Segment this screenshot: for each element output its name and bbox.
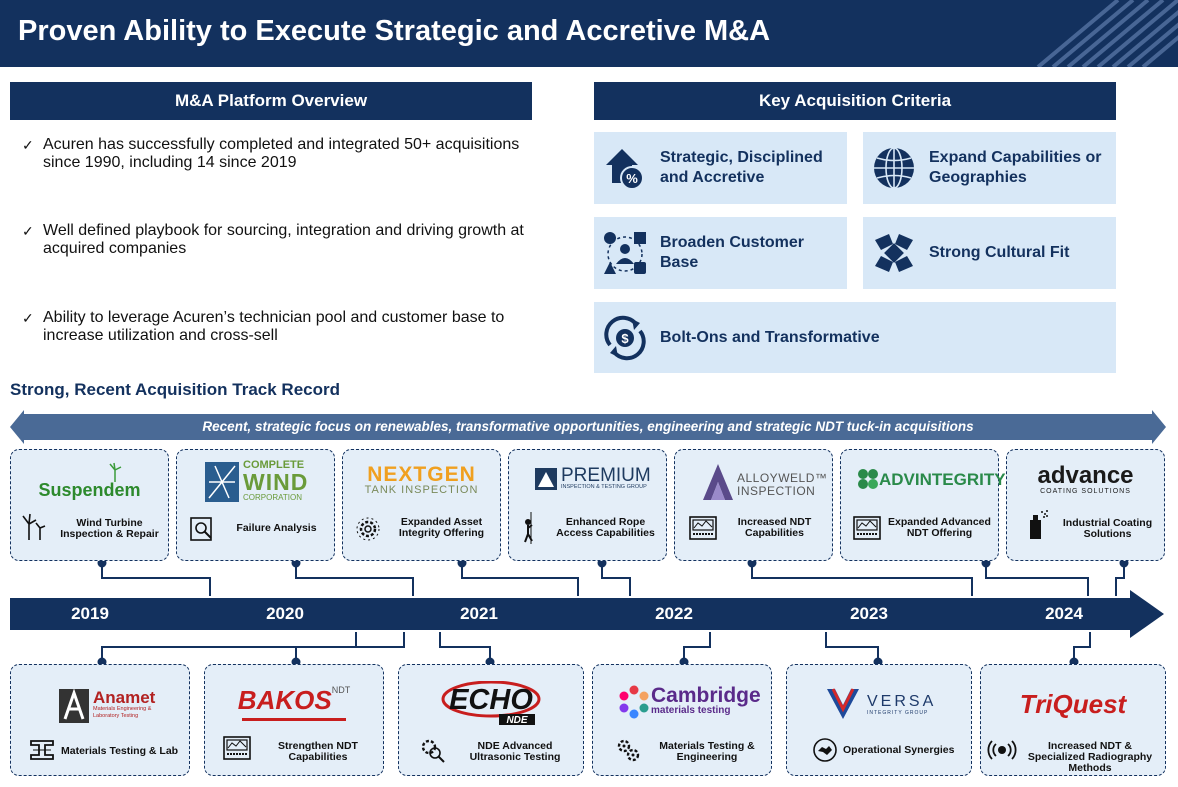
turbine-logo-icon: [109, 462, 122, 482]
triquest-logo: TriQuest: [1019, 689, 1127, 719]
analysis-icon: [190, 517, 212, 541]
gear-icon: [356, 517, 380, 541]
house-percent-icon: %: [606, 149, 644, 190]
svg-text:NDE: NDE: [506, 715, 527, 725]
i-beam-icon: [30, 740, 54, 760]
criteria-item: % Strategic, Disciplined and Accretive: [594, 132, 847, 204]
checkmark-icon: ✓: [22, 223, 34, 239]
timeline-year: 2024: [1045, 604, 1083, 623]
timeline-year: 2019: [71, 604, 109, 623]
premium-logo-mark-icon: [535, 468, 557, 490]
criteria-heading: Key Acquisition Criteria: [594, 82, 1116, 120]
acquisition-card: Anamet Materials Engineering & Laborator…: [10, 664, 190, 776]
overview-bullet: ✓ Acuren has successfully completed and …: [22, 136, 520, 171]
banner-text: Recent, strategic focus on renewables, t…: [202, 419, 974, 434]
ndt-device-icon: [689, 516, 717, 540]
card-caption: Failure Analysis: [236, 522, 317, 534]
checkmark-icon: ✓: [22, 310, 34, 326]
timeline-year: 2022: [655, 604, 693, 623]
globe-icon: [874, 147, 914, 189]
card-caption: Operational Synergies: [843, 744, 955, 756]
svg-text:ECHO: ECHO: [449, 684, 533, 716]
nextgen-logo: NEXTGEN TANK INSPECTION: [364, 463, 479, 496]
alloyweld-logo-mark-icon: [703, 464, 733, 500]
people-network-icon: [604, 232, 646, 274]
checkmark-icon: ✓: [22, 137, 34, 153]
echo-logo: ECHO NDE: [399, 680, 583, 730]
dollar-cycle-icon: $: [604, 315, 646, 360]
banner-double-arrow: [10, 410, 1166, 444]
acquisition-card: VERSA INTEGRITY GROUP Operational Synerg…: [786, 664, 972, 776]
handshake-icon: [813, 738, 837, 762]
acquisition-card: COMPLETE WIND CORPORATION Failure Analys…: [176, 449, 335, 561]
handshake-circle-icon: [875, 234, 913, 272]
radiation-signal-icon: [987, 740, 1017, 760]
card-caption: NDE Advanced Ultrasonic Testing: [469, 740, 561, 763]
criteria-label: Strategic, Disciplined and Accretive: [660, 149, 823, 186]
gears-icon: [617, 739, 640, 762]
timeline-year: 2020: [266, 604, 304, 623]
criteria-item: $ Bolt-Ons and Transformative: [594, 302, 1116, 373]
echo-logo-mark-icon: ECHO NDE: [441, 680, 541, 726]
criteria-item: Broaden Customer Base: [594, 217, 847, 289]
ndt-device-icon: [853, 516, 881, 540]
card-caption: Enhanced Rope Access Capabilities: [556, 516, 655, 539]
card-caption: Materials Testing & Lab: [61, 745, 179, 757]
timeline-year: 2023: [850, 604, 888, 623]
header-stripes-decoration: [1036, 0, 1178, 67]
ndt-device-icon: [223, 736, 251, 760]
acquisition-card: NEXTGEN TANK INSPECTION Expanded Asset I…: [342, 449, 501, 561]
card-caption: Wind Turbine Inspection & Repair: [60, 517, 159, 540]
overview-heading: M&A Platform Overview: [10, 82, 532, 120]
wind-turbine-icon: [22, 513, 46, 540]
acquisition-card: ALLOYWELD™ INSPECTION Increased NDT Capa…: [674, 449, 833, 561]
advance-logo: advance COATING SOLUTIONS: [1037, 462, 1134, 496]
acquisition-card: Suspendem Wind Turbine Inspection & Repa…: [10, 449, 169, 561]
svg-text:$: $: [621, 331, 629, 346]
card-caption: Expanded Advanced NDT Offering: [888, 516, 991, 539]
timeline-year: 2021: [460, 604, 498, 623]
versa-logo-mark-icon: [827, 688, 859, 719]
criteria-label: Expand Capabilities or Geographies: [929, 149, 1102, 186]
suspendem-logo: Suspendem: [11, 462, 168, 501]
header-bar: Proven Ability to Execute Strategic and …: [0, 0, 1178, 67]
svg-text:%: %: [626, 171, 638, 186]
rope-climber-icon: [524, 512, 533, 544]
acquisition-card: advance COATING SOLUTIONS Industrial Coa…: [1006, 449, 1165, 561]
wind-logo-mark-icon: [205, 462, 239, 502]
card-caption: Increased NDT & Specialized Radiography …: [1027, 740, 1153, 774]
card-caption: Materials Testing & Engineering: [659, 740, 755, 763]
criteria-item: Expand Capabilities or Geographies: [863, 132, 1116, 204]
acquisition-card: Cambridge materials testing Materials Te…: [592, 664, 772, 776]
cambridge-logo-mark-icon: [619, 685, 649, 719]
acquisition-card: ECHO NDE NDE Advanced Ultrasonic Testing: [398, 664, 584, 776]
timeline-connectors: [10, 558, 1164, 667]
card-caption: Industrial Coating Solutions: [1062, 517, 1153, 540]
criteria-label: Strong Cultural Fit: [929, 244, 1070, 261]
anamet-logo-mark-icon: [59, 689, 89, 723]
acquisition-card: PREMIUM INSPECTION & TESTING GROUP Enhan…: [508, 449, 667, 561]
page-title: Proven Ability to Execute Strategic and …: [18, 15, 771, 47]
criteria-item: Strong Cultural Fit: [863, 217, 1116, 289]
overview-bullet: ✓ Ability to leverage Acuren’s technicia…: [22, 309, 505, 344]
card-caption: Increased NDT Capabilities: [737, 516, 812, 539]
overview-bullet: ✓ Well defined playbook for sourcing, in…: [22, 222, 524, 257]
track-record-title: Strong, Recent Acquisition Track Record: [10, 380, 340, 399]
acquisition-card: ADVINTEGRITY Expanded Advanced NDT Offer…: [840, 449, 1006, 561]
card-caption: Expanded Asset Integrity Offering: [398, 516, 485, 539]
acquisition-card: BAKOSNDT Strengthen NDT Capabilities: [204, 664, 384, 776]
acquisition-card: TriQuest Increased NDT & Specialized Rad…: [980, 664, 1166, 776]
bakos-logo: BAKOSNDT: [205, 685, 383, 721]
criteria-label: Bolt-Ons and Transformative: [660, 328, 880, 346]
gear-search-icon: [421, 739, 445, 763]
criteria-label: Broaden Customer Base: [660, 234, 805, 271]
spray-can-icon: [1030, 510, 1048, 539]
card-caption: Strengthen NDT Capabilities: [278, 740, 358, 763]
advintegrity-logo-mark-icon: [858, 469, 878, 489]
